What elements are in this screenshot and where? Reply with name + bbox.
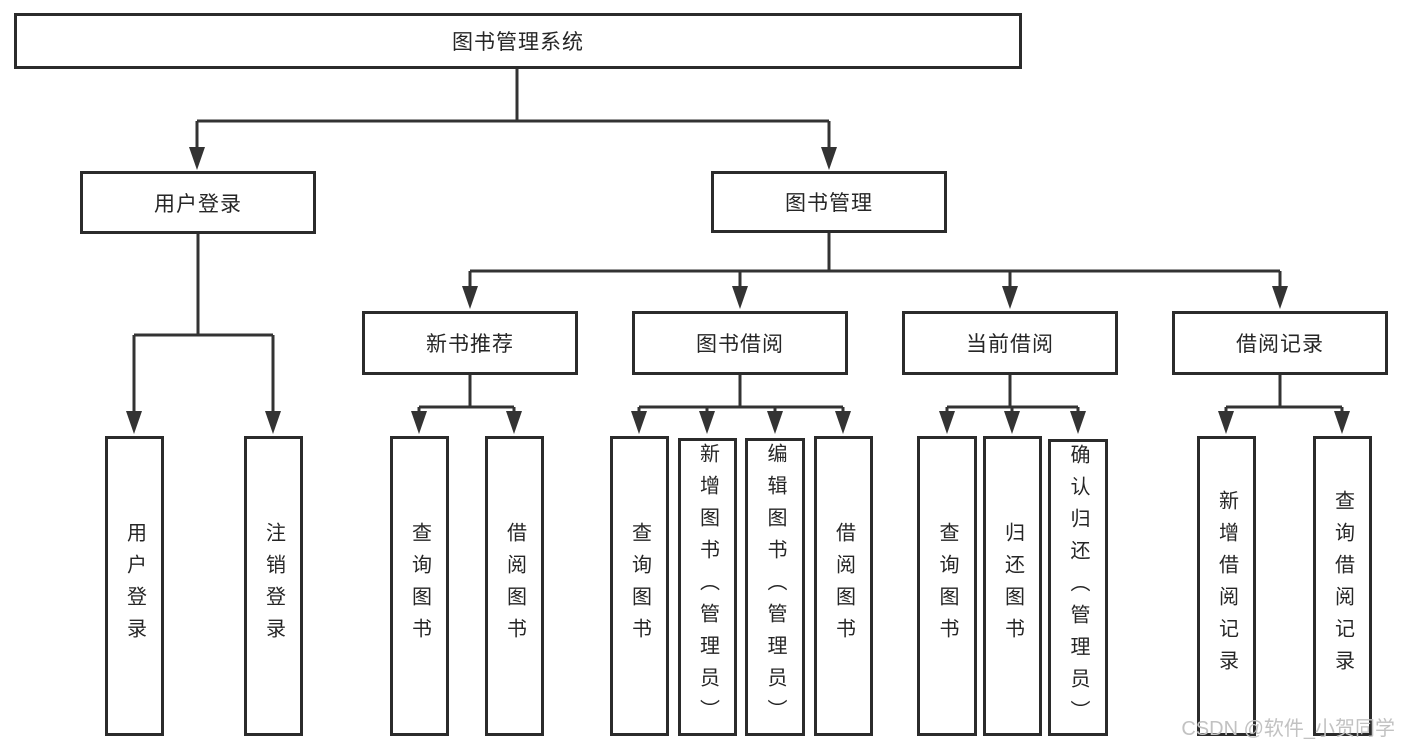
leaf-add-book-admin: 新增图书（管理员） [678, 438, 737, 736]
leaf-query-books-current-label: 查询图书 [936, 522, 958, 650]
node-new-book-recommendation-label: 新书推荐 [426, 333, 514, 356]
node-book-management-label: 图书管理 [785, 192, 873, 215]
node-current-borrowing: 当前借阅 [902, 311, 1118, 375]
leaf-query-books-recommend-label: 查询图书 [408, 522, 431, 650]
leaf-add-borrow-record-label: 新增借阅记录 [1215, 490, 1238, 682]
connector-current-borrowing [939, 375, 1086, 434]
leaf-query-books-current: 查询图书 [917, 436, 977, 736]
node-borrowing-records: 借阅记录 [1172, 311, 1388, 375]
leaf-borrow-books-recommend-label: 借阅图书 [503, 522, 526, 650]
leaf-add-borrow-record: 新增借阅记录 [1197, 436, 1256, 736]
leaf-return-books: 归还图书 [983, 436, 1042, 736]
leaf-edit-book-admin-label: 编辑图书（管理员） [764, 443, 786, 731]
node-user-login-label: 用户登录 [154, 192, 242, 216]
leaf-confirm-return-admin-label: 确认归还（管理员） [1067, 443, 1089, 732]
leaf-query-borrow-record: 查询借阅记录 [1313, 436, 1372, 736]
leaf-logout: 注销登录 [244, 436, 303, 736]
connector-user-login [126, 234, 281, 434]
leaf-return-books-label: 归还图书 [1001, 522, 1024, 650]
node-book-borrowing: 图书借阅 [632, 311, 848, 375]
connector-root [189, 68, 837, 170]
leaf-query-borrow-record-label: 查询借阅记录 [1331, 490, 1354, 682]
watermark: CSDN @软件_小贺同学 [1181, 718, 1395, 740]
leaf-user-login: 用户登录 [105, 436, 164, 736]
connector-book-borrowing [631, 375, 851, 434]
leaf-edit-book-admin: 编辑图书（管理员） [745, 438, 805, 736]
leaf-borrow-books-2-label: 借阅图书 [832, 522, 855, 650]
node-current-borrowing-label: 当前借阅 [966, 333, 1054, 356]
leaf-query-books-borrow: 查询图书 [610, 436, 669, 736]
connector-new-book-recommendation [411, 375, 522, 434]
leaf-confirm-return-admin: 确认归还（管理员） [1048, 439, 1108, 736]
node-root: 图书管理系统 [14, 13, 1022, 69]
node-new-book-recommendation: 新书推荐 [362, 311, 578, 375]
leaf-query-books-recommend: 查询图书 [390, 436, 449, 736]
leaf-logout-label: 注销登录 [262, 522, 285, 650]
leaf-user-login-label: 用户登录 [123, 522, 146, 650]
node-book-management: 图书管理 [711, 171, 947, 233]
leaf-query-books-borrow-label: 查询图书 [628, 522, 651, 650]
node-borrowing-records-label: 借阅记录 [1236, 333, 1324, 356]
leaf-borrow-books-recommend: 借阅图书 [485, 436, 544, 736]
node-root-label: 图书管理系统 [452, 31, 584, 54]
node-user-login: 用户登录 [80, 171, 316, 234]
node-book-borrowing-label: 图书借阅 [696, 333, 784, 356]
connector-borrowing-records [1218, 375, 1350, 434]
leaf-add-book-admin-label: 新增图书（管理员） [696, 443, 719, 731]
leaf-borrow-books-2: 借阅图书 [814, 436, 873, 736]
connector-book-management [462, 232, 1288, 309]
